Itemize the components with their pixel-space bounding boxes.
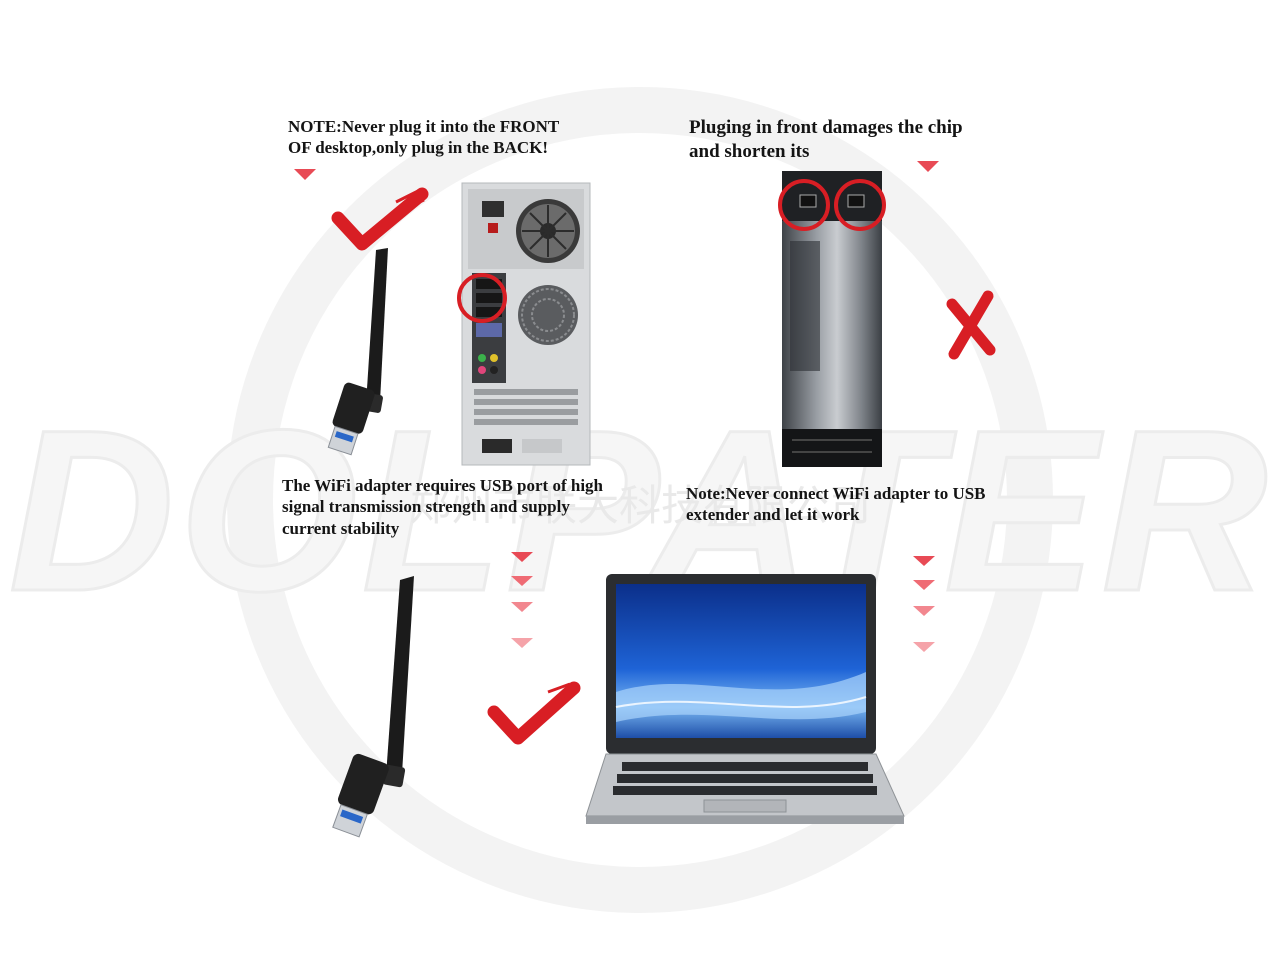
highlight-circle (457, 273, 507, 323)
top-right-note: Pluging in front damages the chip and sh… (689, 116, 963, 164)
top-right-note-line-2: and shorten its (689, 140, 810, 162)
wifi-adapter-image (327, 248, 388, 456)
svg-text:郑州市联大科技有限公司: 郑州市联大科技有限公司 (409, 481, 871, 530)
top-left-note: NOTE:Never plug it into the FRONT OF des… (288, 116, 559, 159)
x-mark-icon (946, 290, 996, 360)
wifi-adapter-image (332, 576, 414, 838)
highlight-circle (778, 179, 830, 231)
top-left-note-line-2: OF desktop,only plug in the BACK! (288, 138, 549, 158)
desktop-tower-back-image (461, 182, 591, 466)
highlight-circle (834, 179, 886, 231)
middle-left-note-line-3: current stability (282, 518, 400, 538)
top-right-note-line-1: Pluging in front damages the chip (689, 117, 963, 138)
middle-right-note-line-1: Note:Never connect WiFi adapter to USB (686, 484, 986, 503)
down-arrows-right (913, 556, 935, 652)
middle-right-note: Note:Never connect WiFi adapter to USB e… (686, 483, 986, 526)
desktop-tower-front-image (782, 171, 882, 467)
middle-right-note-line-2: extender and let it work (686, 505, 860, 525)
down-arrow-icon (294, 169, 316, 180)
laptop-image (585, 574, 905, 824)
check-mark-icon (487, 681, 581, 745)
top-left-note-line-1: NOTE:Never plug it into the FRONT (288, 117, 560, 136)
check-mark-icon (331, 187, 429, 251)
down-arrow-icon (917, 161, 939, 172)
middle-left-note: The WiFi adapter requires USB port of hi… (282, 475, 603, 539)
middle-left-note-line-1: The WiFi adapter requires USB port of hi… (282, 476, 603, 495)
down-arrows-left (511, 552, 533, 648)
middle-left-note-line-2: signal transmission strength and supply (282, 497, 570, 517)
